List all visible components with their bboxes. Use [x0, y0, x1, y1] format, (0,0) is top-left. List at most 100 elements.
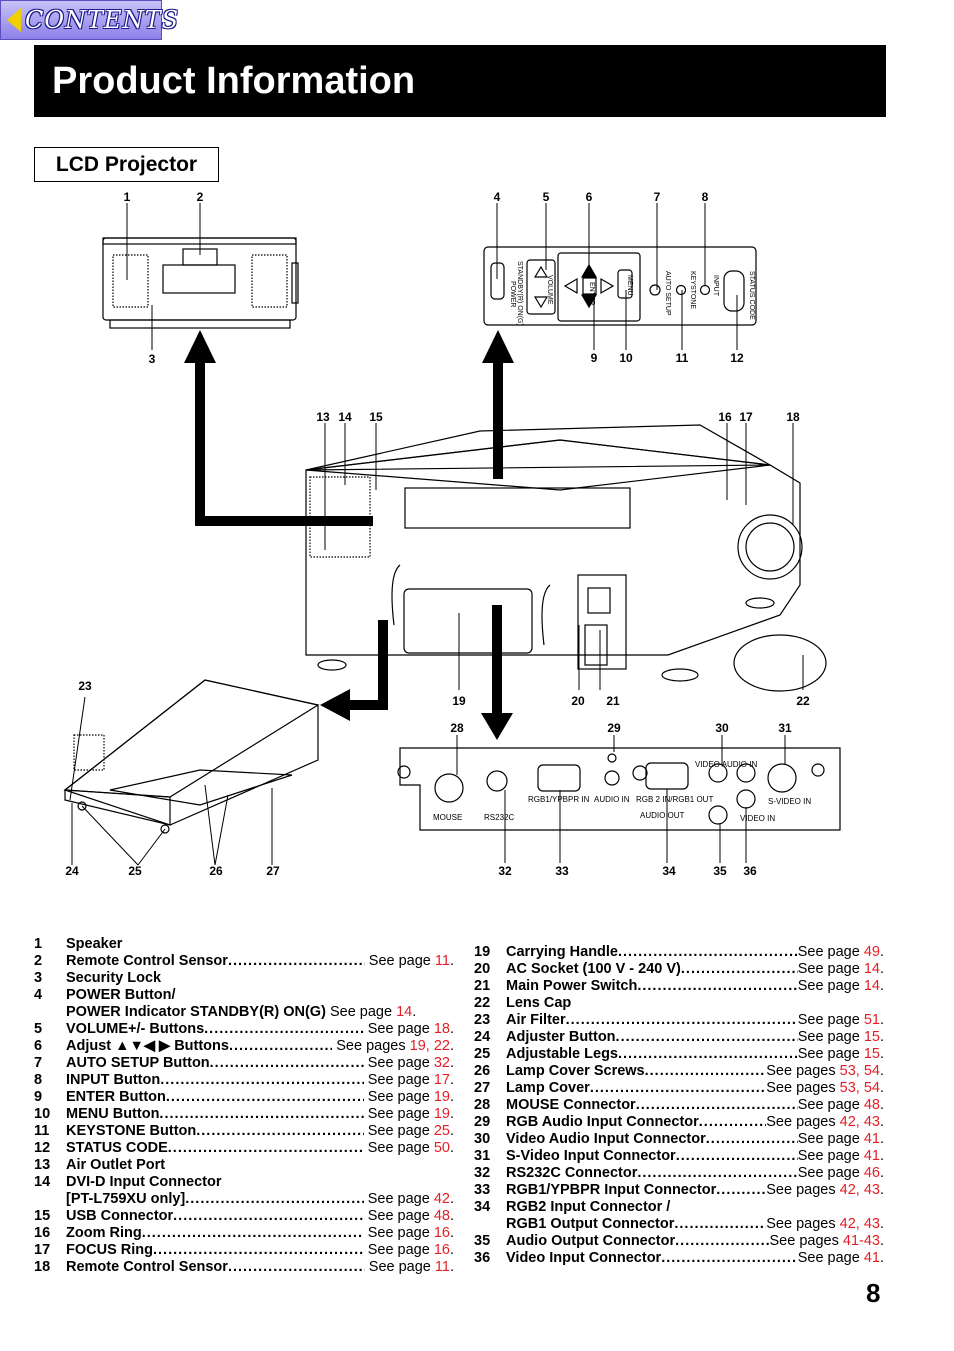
lens-cap-illustration — [733, 634, 827, 692]
connector-panel-labels: MOUSE RS232C RGB1/YPBPR IN AUDIO IN RGB … — [433, 760, 811, 823]
callout-11: 11 — [676, 351, 689, 365]
remote-label-enter: ENTER — [588, 282, 595, 306]
remote-label-keystone: KEYSTONE — [689, 271, 696, 309]
callout-8: 8 — [702, 190, 709, 204]
page-link[interactable]: 41 — [863, 1250, 880, 1266]
callout-27: 27 — [266, 864, 280, 878]
page-link[interactable]: 11 — [434, 1259, 450, 1275]
callout-3: 3 — [149, 352, 156, 366]
callout-16: 16 — [718, 410, 732, 424]
page-link[interactable]: 41 — [863, 1131, 880, 1147]
page-link[interactable]: 49 — [863, 944, 880, 960]
callout-24: 24 — [65, 864, 79, 878]
page-link[interactable]: 14 — [863, 961, 880, 977]
callout-32: 32 — [498, 864, 512, 878]
callout-5: 5 — [543, 190, 550, 204]
page-link[interactable]: 17 — [433, 1072, 450, 1088]
callout-10: 10 — [619, 351, 633, 365]
page-link[interactable]: 18 — [433, 1021, 450, 1037]
callout-7: 7 — [654, 190, 661, 204]
callout-19: 19 — [452, 694, 466, 708]
remote-label-power: POWER — [509, 281, 516, 307]
page-link[interactable]: 19 — [433, 1089, 450, 1105]
page-link[interactable]: 46 — [863, 1165, 880, 1181]
view-arrows — [184, 330, 514, 740]
section-title: LCD Projector — [34, 147, 219, 182]
page-link[interactable]: 11 — [434, 953, 450, 969]
callout-numbers: 1 2 3 4 5 6 7 8 9 10 11 12 13 14 15 16 1… — [65, 190, 810, 878]
callout-20: 20 — [571, 694, 585, 708]
page-link[interactable]: 19 — [433, 1106, 450, 1122]
callout-25: 25 — [128, 864, 142, 878]
projector-diagram: POWER STANDBY(R) ON(G) VOLUME ENTER MENU… — [63, 190, 841, 878]
page-link[interactable]: 32 — [433, 1055, 450, 1071]
remote-label-auto-setup: AUTO SETUP — [664, 271, 671, 316]
page-link[interactable]: 42, 43 — [839, 1216, 880, 1232]
page-link[interactable]: 41 — [863, 1148, 880, 1164]
list-item: RGB1 Output ConnectorSee pages 42, 43. — [474, 1216, 884, 1233]
remote-label-menu: MENU — [626, 275, 633, 296]
panel-label-s-video-in: S-VIDEO IN — [768, 797, 811, 806]
control-panel-illustration — [483, 246, 757, 326]
page-link[interactable]: 16 — [433, 1242, 450, 1258]
page-link[interactable]: 42, 43 — [839, 1114, 880, 1130]
page-link[interactable]: 53, 54 — [839, 1063, 880, 1079]
back-arrow-icon — [7, 8, 21, 32]
contents-button[interactable]: CONTENTS — [0, 0, 178, 40]
callout-30: 30 — [715, 721, 729, 735]
page-link[interactable]: 48 — [863, 1097, 880, 1113]
page-link[interactable]: 42, 43 — [839, 1182, 880, 1198]
callout-4: 4 — [494, 190, 501, 204]
page-link[interactable]: 19, 22 — [409, 1038, 450, 1054]
page-link[interactable]: 48 — [433, 1208, 450, 1224]
callout-34: 34 — [662, 864, 676, 878]
page-link[interactable]: 15 — [863, 1046, 880, 1062]
page-link[interactable]: 25 — [433, 1123, 450, 1139]
panel-label-video-in: VIDEO IN — [740, 814, 775, 823]
page-link[interactable]: 15 — [863, 1029, 880, 1045]
callout-35: 35 — [713, 864, 727, 878]
page-link[interactable]: 14 — [863, 978, 880, 994]
page-link[interactable]: 53, 54 — [839, 1080, 880, 1096]
page-link[interactable]: 16 — [433, 1225, 450, 1241]
callout-2: 2 — [197, 190, 204, 204]
page-link[interactable]: 50 — [433, 1140, 450, 1156]
callout-33: 33 — [555, 864, 569, 878]
page-link[interactable]: 41-43 — [842, 1233, 880, 1249]
remote-label-standby: STANDBY(R) ON(G) — [516, 261, 523, 326]
callout-18: 18 — [786, 410, 800, 424]
page-link[interactable]: 51 — [863, 1012, 880, 1028]
callout-22: 22 — [796, 694, 810, 708]
callout-13: 13 — [316, 410, 330, 424]
page-link[interactable]: 42 — [433, 1191, 450, 1207]
callout-9: 9 — [591, 351, 598, 365]
list-item: [PT-L759XU only] See page 42. — [34, 1191, 454, 1208]
page-link[interactable]: 14 — [396, 1004, 413, 1020]
